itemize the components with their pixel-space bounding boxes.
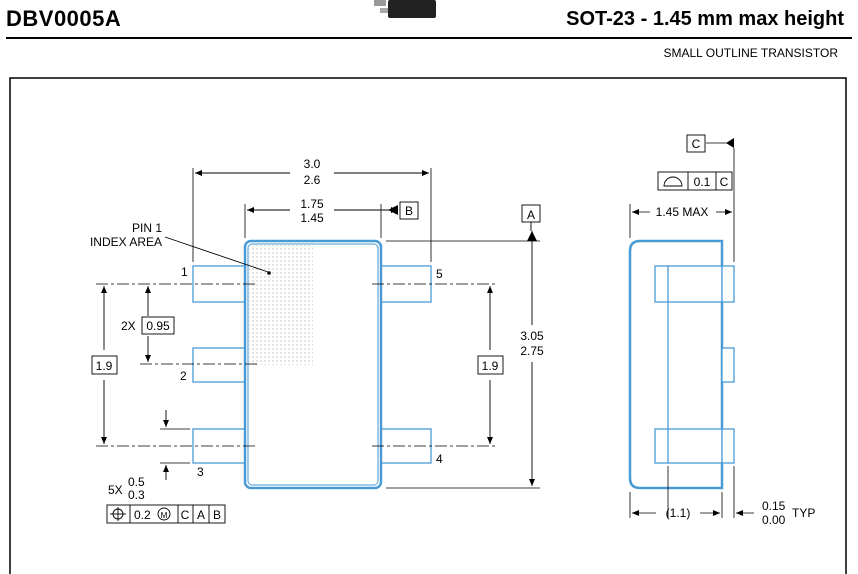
datum-c: C — [692, 137, 701, 151]
header-rule — [6, 37, 852, 39]
pin1-label-line2: INDEX AREA — [90, 235, 162, 249]
pin1-leader-dot — [267, 271, 271, 275]
lead-2 — [192, 347, 248, 383]
lead-width-prefix: 5X — [108, 483, 123, 497]
pin-number-1: 1 — [181, 265, 188, 279]
side-lead-top — [721, 265, 735, 303]
dim-overall-width-max: 3.0 — [304, 157, 321, 171]
standoff-suffix: TYP — [792, 506, 815, 520]
position-datum-a: A — [197, 508, 205, 522]
lead-width-min: 0.3 — [128, 488, 145, 502]
position-tolerance-frame: 0.2 M C A B — [106, 504, 226, 524]
side-view — [628, 239, 735, 490]
standoff-min: 0.00 — [762, 513, 786, 527]
profile-surface-icon — [663, 176, 683, 187]
side-dim-ref: (1.1) — [666, 506, 691, 520]
position-datum-c: C — [181, 508, 190, 522]
pin-number-3: 3 — [197, 465, 204, 479]
dim-overall-width-min: 2.6 — [304, 173, 321, 187]
pitch-prefix: 2X — [121, 319, 136, 333]
datum-a: A — [527, 208, 535, 222]
datum-b: B — [405, 204, 413, 218]
dim-body-width-min: 1.45 — [300, 211, 324, 225]
mmc-icon — [157, 507, 171, 521]
dim-body-width-max: 1.75 — [300, 197, 324, 211]
flatness-datum: C — [720, 175, 729, 189]
datum-c-box — [686, 134, 706, 153]
datum-b-triangle — [388, 205, 398, 215]
package-title: SOT-23 - 1.45 mm max height — [566, 8, 844, 30]
dim-length-min: 2.75 — [520, 344, 544, 358]
dim-length-max: 3.05 — [520, 329, 544, 343]
height-max: 1.45 MAX — [656, 205, 709, 219]
profile-tolerance-frame — [657, 171, 733, 191]
dimension-lines — [101, 170, 535, 486]
pitch-value: 0.95 — [146, 319, 170, 333]
package-subtitle: SMALL OUTLINE TRANSISTOR — [663, 46, 839, 60]
span-left: 1.9 — [96, 359, 113, 373]
span-right: 1.9 — [482, 359, 499, 373]
side-lead-middle — [721, 347, 735, 383]
drawing-frame — [9, 77, 847, 574]
pin1-index-area — [249, 245, 313, 365]
side-dimension-lines — [629, 142, 754, 518]
pin1-label-line1: PIN 1 — [132, 221, 162, 235]
datum-a-triangle — [527, 231, 537, 241]
pin-number-5: 5 — [436, 267, 443, 281]
package-photo-fragment — [374, 0, 436, 18]
position-datum-b: B — [213, 508, 221, 522]
package-code: DBV0005A — [6, 6, 122, 31]
center-lines — [96, 283, 495, 447]
datum-c-triangle — [726, 138, 734, 148]
standoff-max: 0.15 — [762, 499, 786, 513]
pin-number-2: 2 — [180, 369, 187, 383]
pin-number-4: 4 — [436, 452, 443, 466]
lead-width-max: 0.5 — [128, 475, 145, 489]
svg-text:M: M — [161, 511, 168, 520]
position-tol-value: 0.2 — [134, 508, 151, 522]
side-lead-bottom — [721, 428, 735, 464]
flatness-value: 0.1 — [694, 175, 711, 189]
